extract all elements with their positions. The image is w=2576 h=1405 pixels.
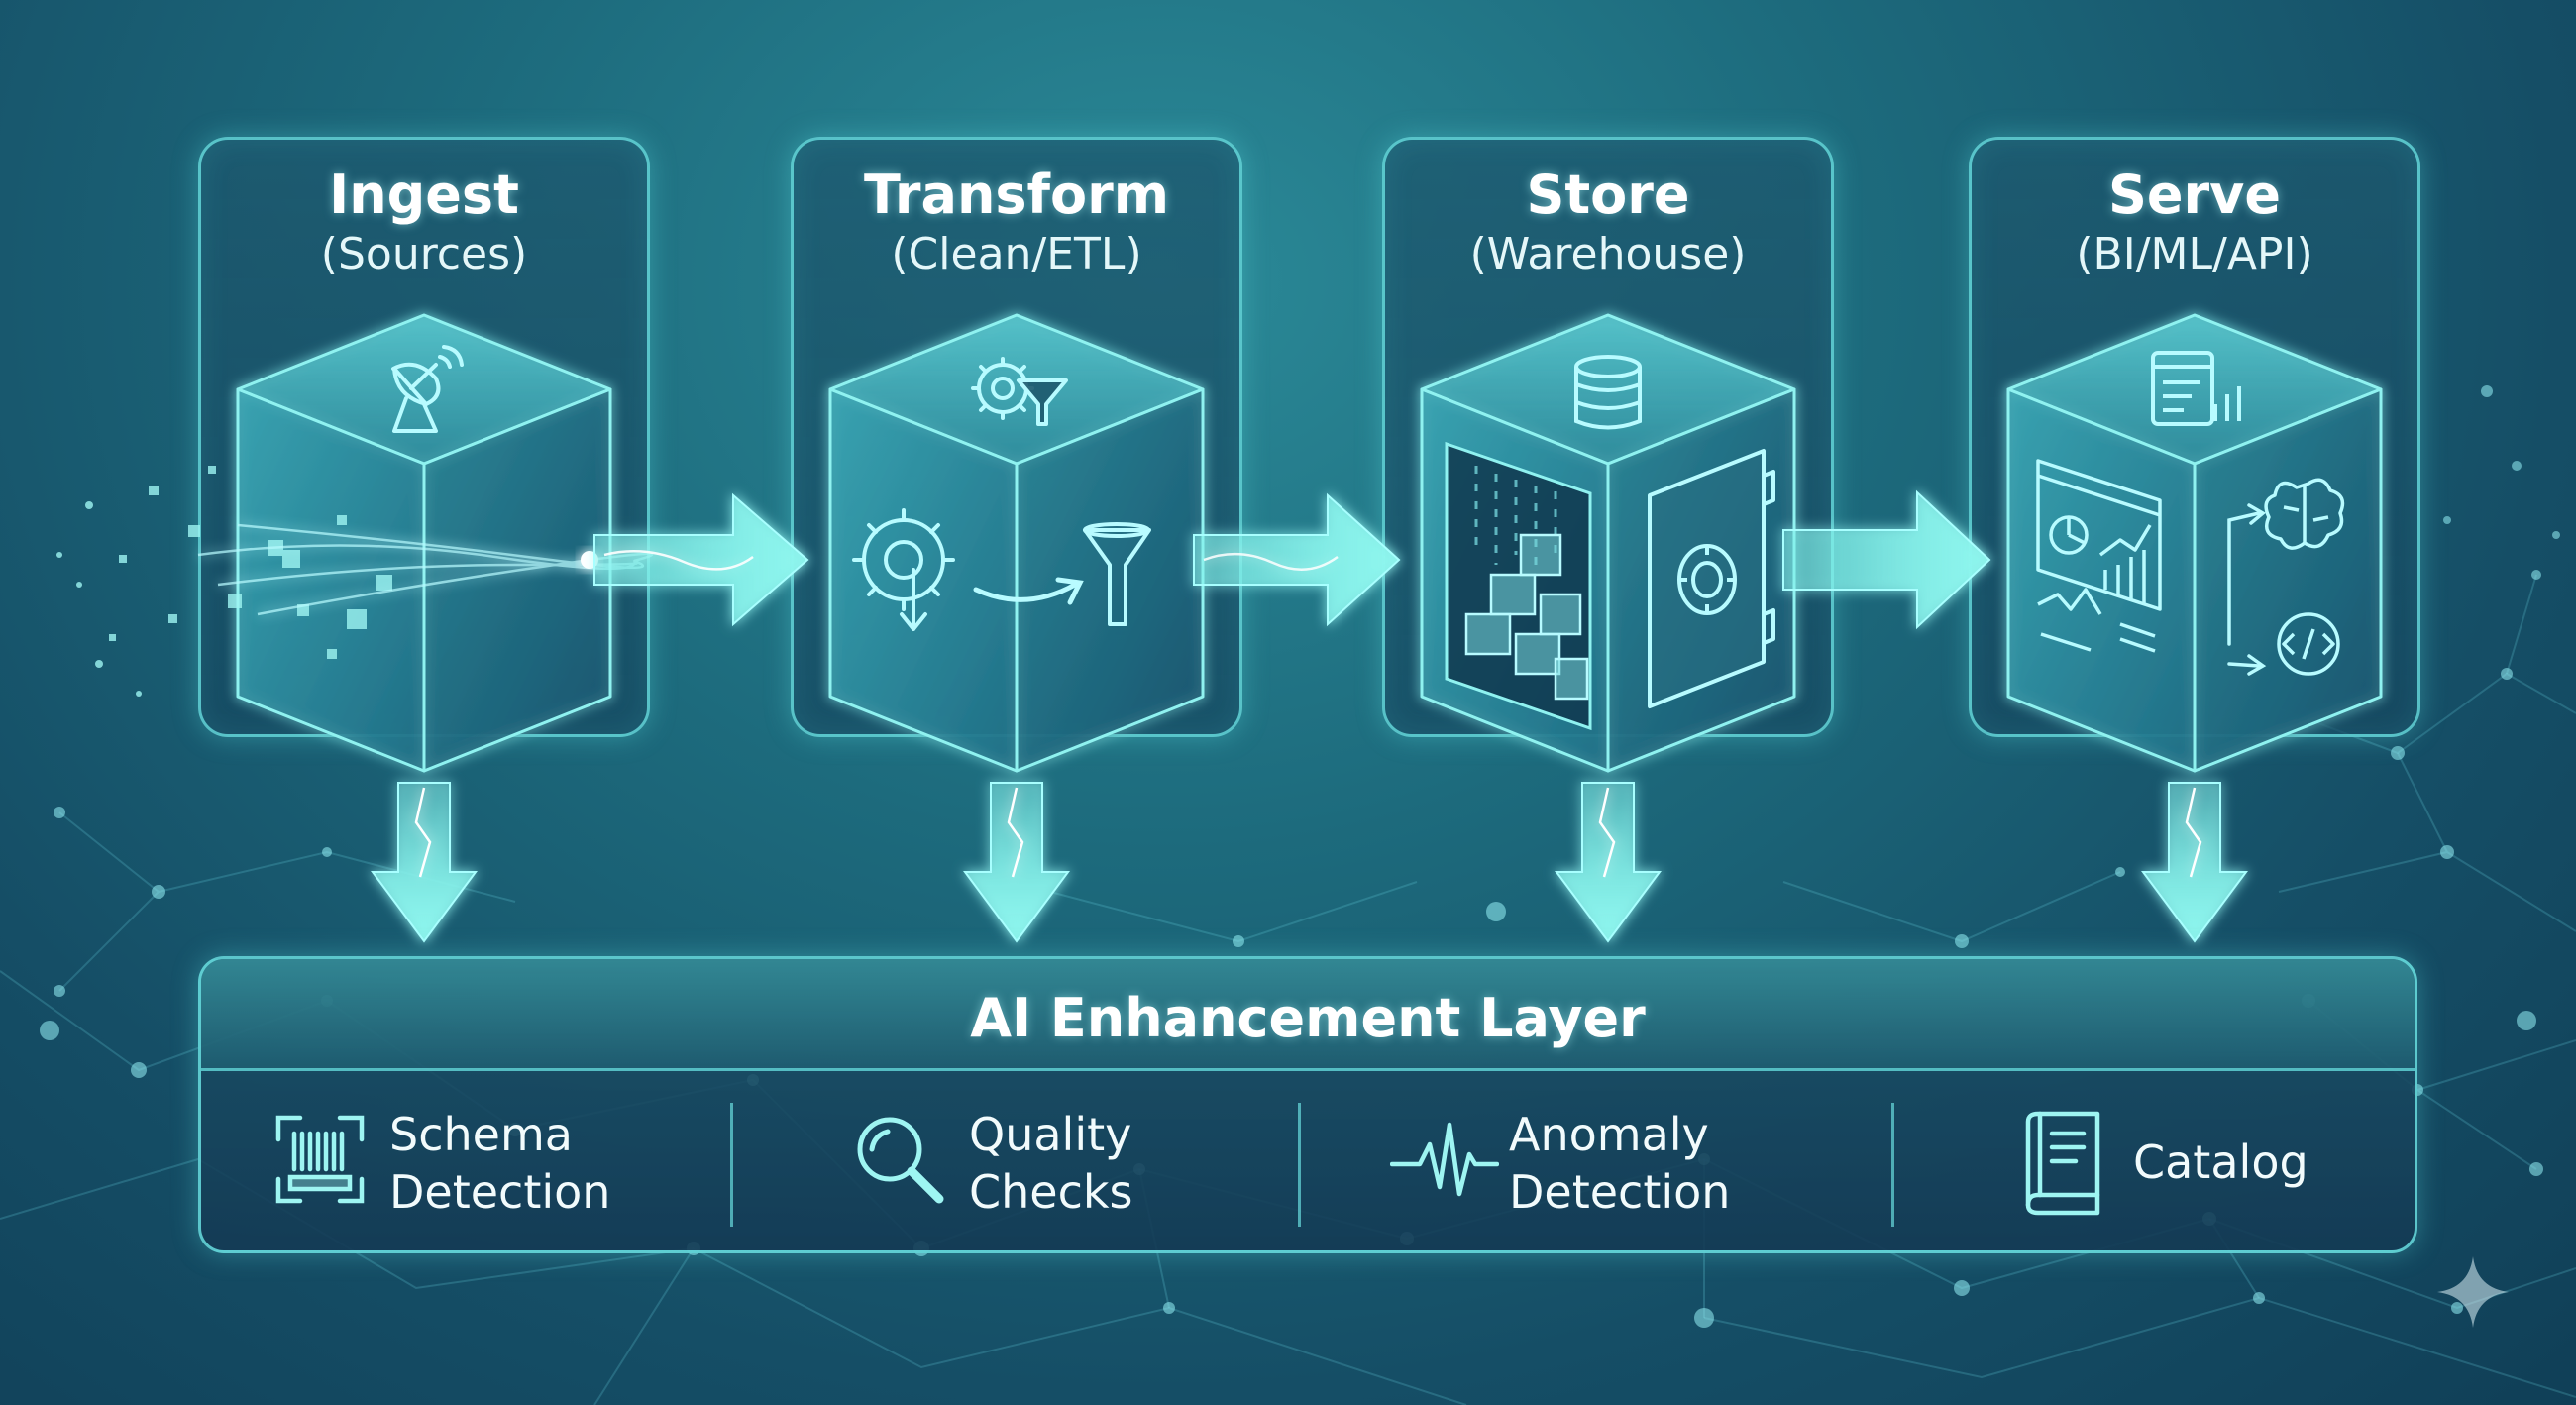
feature-quality-checks: Quality Checks [850,1098,1296,1227]
feature-divider [1298,1103,1301,1227]
pulse-wave-icon [1390,1122,1499,1197]
feature-label: Schema Detection [389,1106,687,1221]
stage-title: Transform [863,163,1170,226]
book-icon [2025,1111,2100,1216]
feature-catalog: Catalog [2014,1098,2411,1227]
ai-enhancement-layer: AI Enhancement Layer Schema Detection Qu… [198,956,2417,1253]
stage-card-transform: Transform (Clean/ETL) [791,137,1242,737]
barcode-scan-icon [275,1115,365,1204]
feature-label-line: Schema [389,1108,573,1161]
stage-subtitle: (Sources) [320,229,528,279]
feature-label: Anomaly Detection [1509,1106,1806,1221]
feature-label-line: Anomaly [1509,1108,1709,1161]
stage-card-store: Store (Warehouse) [1382,137,1834,737]
feature-label: Quality Checks [969,1106,1266,1221]
feature-label-line: Checks [969,1165,1133,1219]
feature-label-line: Detection [389,1165,611,1219]
stage-card-ingest: Ingest (Sources) [198,137,650,737]
stage-subtitle: (Clean/ETL) [891,229,1142,279]
stage-subtitle: (BI/ML/API) [2076,229,2313,279]
stage-title: Ingest [329,163,519,226]
stage-title: Store [1526,163,1690,226]
feature-label-line: Catalog [2133,1135,2308,1189]
stage-subtitle: (Warehouse) [1469,229,1747,279]
stage-card-serve: Serve (BI/ML/API) [1969,137,2420,737]
layer-header: AI Enhancement Layer [201,959,2415,1071]
feature-divider [1891,1103,1894,1227]
feature-schema-detection: Schema Detection [270,1098,716,1227]
feature-label-line: Detection [1509,1165,1731,1219]
stage-title: Serve [2108,163,2281,226]
magnifier-icon [857,1117,944,1204]
feature-label: Catalog [2133,1134,2430,1191]
feature-label-line: Quality [969,1108,1132,1161]
feature-divider [730,1103,733,1227]
sparkle-icon [2437,1256,2509,1328]
layer-title: AI Enhancement Layer [970,987,1646,1049]
feature-anomaly-detection: Anomaly Detection [1390,1098,1836,1227]
